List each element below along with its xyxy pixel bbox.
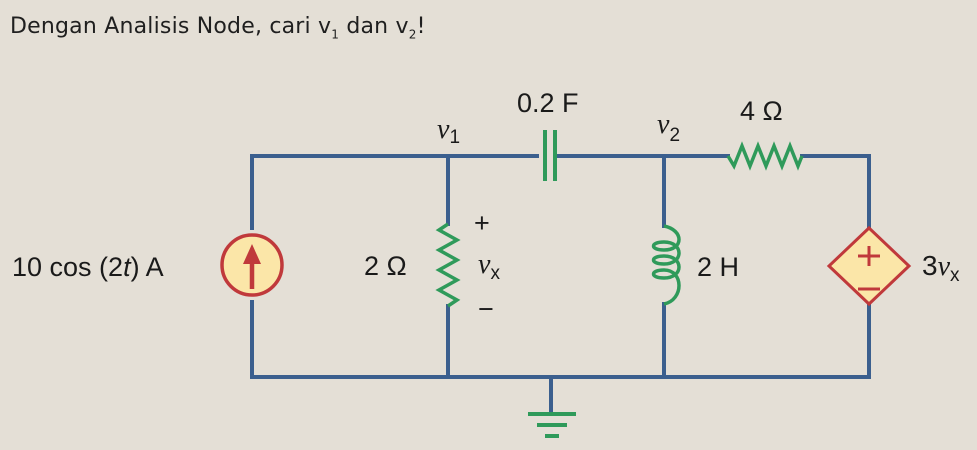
ground-icon (528, 412, 576, 438)
dependent-source-label: 3vx (922, 250, 960, 286)
wires (250, 154, 871, 416)
dependent-voltage-source-icon (826, 225, 912, 307)
resistor-2ohm-label: 2 Ω (364, 251, 407, 281)
current-source-icon (220, 233, 284, 297)
node-v2-label: v2 (657, 109, 680, 146)
inductor-label: 2 H (697, 252, 739, 282)
vx-plus: + (474, 208, 490, 238)
resistor-4ohm-label: 4 Ω (740, 96, 783, 126)
node-v1-label: v1 (437, 114, 460, 148)
resistor-2ohm-icon (435, 222, 461, 308)
resistor-4ohm-icon (726, 141, 804, 171)
capacitor-icon (543, 130, 557, 181)
current-source-label: 10 cos (2t) A (12, 252, 164, 282)
inductor-icon (651, 224, 681, 306)
vx-label: vx (478, 249, 500, 284)
capacitor-label: 0.2 F (517, 88, 579, 118)
problem-statement: Dengan Analisis Node, cari v1 dan v2! (10, 14, 426, 42)
vx-minus: − (478, 294, 494, 324)
